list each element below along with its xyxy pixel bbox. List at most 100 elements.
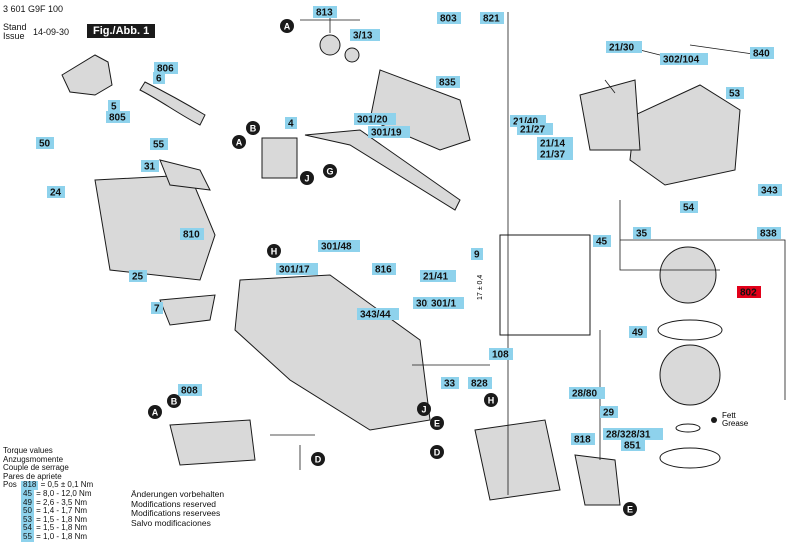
part-label-text: 21/41 — [423, 272, 448, 283]
part-label-text: 21/40 — [513, 117, 538, 128]
part-label-box — [726, 87, 744, 99]
callout-circle — [246, 121, 260, 135]
part-label-45: 45 — [593, 235, 611, 248]
torque-pos-chip: 49 — [21, 497, 34, 508]
part-label-box — [368, 126, 410, 138]
part-label-box — [471, 248, 483, 260]
bearing-drawing — [319, 34, 341, 56]
part-label-28-328-31: 28/328/31 — [603, 428, 663, 441]
callout-circle — [430, 416, 444, 430]
part-label-box — [129, 270, 147, 282]
part-label-813: 813 — [313, 6, 337, 19]
part-label-21-27: 21/27 — [517, 123, 553, 136]
part-label-3-13: 3/13 — [350, 29, 380, 42]
part-label-box — [318, 240, 360, 252]
torque-pos-label: Pos — [3, 480, 17, 490]
callout-letter: E — [627, 505, 633, 515]
callout-circle — [430, 445, 444, 459]
callout-circle — [167, 394, 181, 408]
cable-guard-drawing — [139, 81, 206, 126]
callout-J: J — [300, 171, 314, 185]
part-label-text: 25 — [132, 272, 144, 283]
gear-drawing — [659, 246, 717, 304]
note-en: Modifications reserved — [131, 498, 217, 509]
callout-letter: B — [171, 397, 178, 407]
part-label-box — [178, 384, 202, 396]
part-label-text: 28/80 — [572, 389, 597, 400]
callout-letter: D — [315, 455, 322, 465]
part-label-box — [757, 227, 781, 239]
part-label-box — [357, 308, 399, 320]
change-notes: Änderungen vorbehalten Modifications res… — [131, 489, 224, 528]
callout-circle — [484, 393, 498, 407]
part-label-21-37: 21/37 — [537, 148, 573, 161]
callout-D: D — [311, 452, 325, 466]
fett-label: Fett — [722, 411, 737, 420]
issue-label: Issue — [3, 31, 25, 41]
torque-value: = 1,4 - 1,7 Nm — [33, 506, 88, 516]
gear-head-drawing — [629, 84, 741, 186]
callout-letter: J — [421, 405, 426, 415]
washer-drawing — [675, 423, 701, 433]
torque-pos-chip: 45 — [21, 488, 34, 499]
part-label-box — [569, 387, 605, 399]
guard-drawing — [579, 79, 641, 151]
part-label-55: 55 — [150, 138, 168, 151]
torque-value: = 1,5 - 1,8 Nm — [33, 514, 88, 524]
switch-assembly-drawing — [169, 419, 256, 466]
issue-date: 14-09-30 — [33, 27, 70, 37]
part-label-text: 4 — [288, 119, 294, 130]
part-label-29: 29 — [600, 406, 618, 419]
callout-B: B — [167, 394, 181, 408]
callout-letter: J — [304, 174, 309, 184]
part-label-box — [441, 377, 459, 389]
part-label-text: 301/48 — [321, 242, 352, 253]
part-label-box — [593, 235, 611, 247]
part-label-text: 54 — [683, 203, 695, 214]
part-label-301-19: 301/19 — [368, 126, 410, 139]
part-label-21-30: 21/30 — [606, 41, 642, 54]
part-label-text: 343 — [761, 186, 778, 197]
part-label-text: 21/27 — [520, 125, 545, 136]
callout-circle — [300, 171, 314, 185]
callout-letter: H — [271, 247, 278, 257]
part-label-box — [108, 100, 120, 112]
part-label-4: 4 — [285, 117, 297, 130]
part-label-25: 25 — [129, 270, 147, 283]
part-label-box — [489, 348, 513, 360]
part-label-box — [350, 29, 380, 41]
part-label-box — [372, 263, 396, 275]
part-label-box — [437, 12, 461, 24]
part-label-text: 802 — [740, 288, 757, 299]
part-label-838: 838 — [757, 227, 781, 240]
part-label-box — [436, 76, 460, 88]
callout-letter: E — [434, 419, 440, 429]
leader-lines — [270, 12, 786, 495]
callout-H: H — [267, 244, 281, 258]
torque-pos-chip: 53 — [21, 514, 34, 525]
part-label-text: 840 — [753, 49, 770, 60]
part-label-text: 810 — [183, 230, 200, 241]
part-label-box — [537, 148, 573, 160]
part-label-box — [621, 439, 645, 451]
part-label-text: 29 — [603, 408, 615, 419]
part-label-text: 818 — [574, 435, 591, 446]
torque-title-de: Anzugsmomente — [3, 454, 64, 464]
flange-drawing — [574, 454, 621, 506]
part-label-box — [737, 286, 761, 298]
stand-label: Stand — [3, 22, 27, 32]
part-label-810: 810 — [180, 228, 204, 241]
callout-letter: A — [152, 408, 159, 418]
field-coil-drawing — [474, 419, 561, 501]
part-label-text: 301/20 — [357, 115, 388, 126]
part-label-box — [153, 72, 165, 84]
part-label-box — [680, 201, 698, 213]
part-label-text: 24 — [50, 188, 62, 199]
callout-A: A — [280, 19, 294, 33]
callout-A: A — [232, 135, 246, 149]
torque-legend: Torque values Anzugsmomente Couple de se… — [3, 446, 93, 542]
callout-A: A — [148, 405, 162, 419]
part-label-text: 35 — [636, 229, 648, 240]
